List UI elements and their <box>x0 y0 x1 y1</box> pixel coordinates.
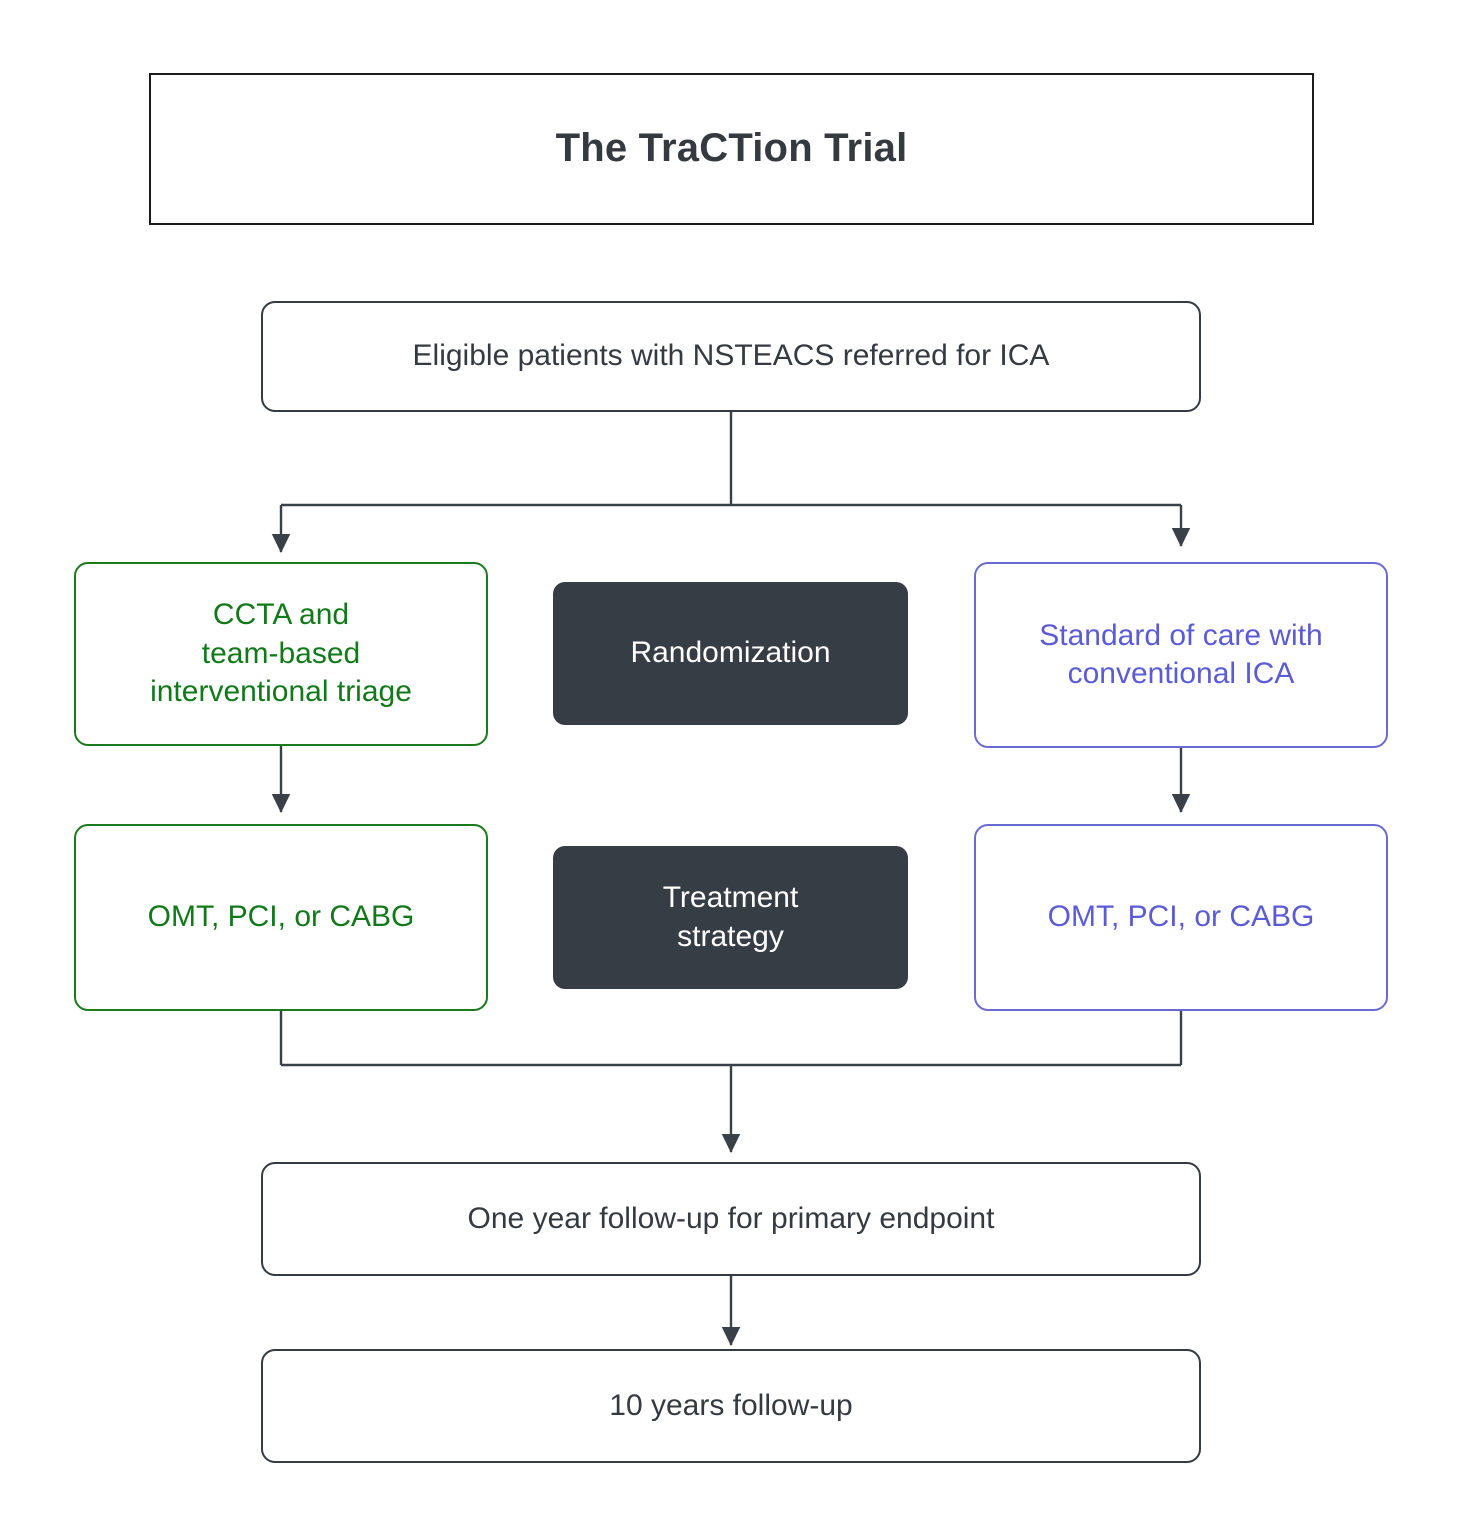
node-followup-ten-years: 10 years follow-up <box>261 1349 1201 1463</box>
node-followup-one-year: One year follow-up for primary endpoint <box>261 1162 1201 1276</box>
title-banner: The TraCTion Trial <box>149 73 1314 225</box>
node-arm-green-ccta-triage-label: CCTA and team-based interventional triag… <box>150 598 412 709</box>
node-eligible-patients: Eligible patients with NSTEACS referred … <box>261 301 1201 412</box>
node-arm-green-treatment-label: OMT, PCI, or CABG <box>147 900 415 934</box>
title-banner-label: The TraCTion Trial <box>555 126 908 171</box>
node-stage-treatment-strategy-label: Treatment strategy <box>662 881 799 953</box>
node-stage-treatment-strategy: Treatment strategy <box>553 846 908 989</box>
node-stage-randomization-label: Randomization <box>630 636 831 670</box>
edge-eligible-split <box>271 412 1191 553</box>
node-followup-one-year-label: One year follow-up for primary endpoint <box>467 1201 995 1235</box>
node-arm-purple-treatment-label: OMT, PCI, or CABG <box>1047 900 1315 934</box>
node-followup-ten-years-label: 10 years follow-up <box>609 1388 853 1422</box>
node-arm-purple-standard-care-label: Standard of care with conventional ICA <box>1039 618 1323 690</box>
edge-merge-to-followup <box>279 1010 1183 1153</box>
node-eligible-patients-label: Eligible patients with NSTEACS referred … <box>412 339 1050 373</box>
node-arm-purple-treatment: OMT, PCI, or CABG <box>974 824 1388 1011</box>
node-arm-green-ccta-triage: CCTA and team-based interventional triag… <box>74 562 488 746</box>
node-arm-purple-standard-care: Standard of care with conventional ICA <box>974 562 1388 748</box>
node-stage-randomization: Randomization <box>553 582 908 725</box>
node-arm-green-treatment: OMT, PCI, or CABG <box>74 824 488 1011</box>
